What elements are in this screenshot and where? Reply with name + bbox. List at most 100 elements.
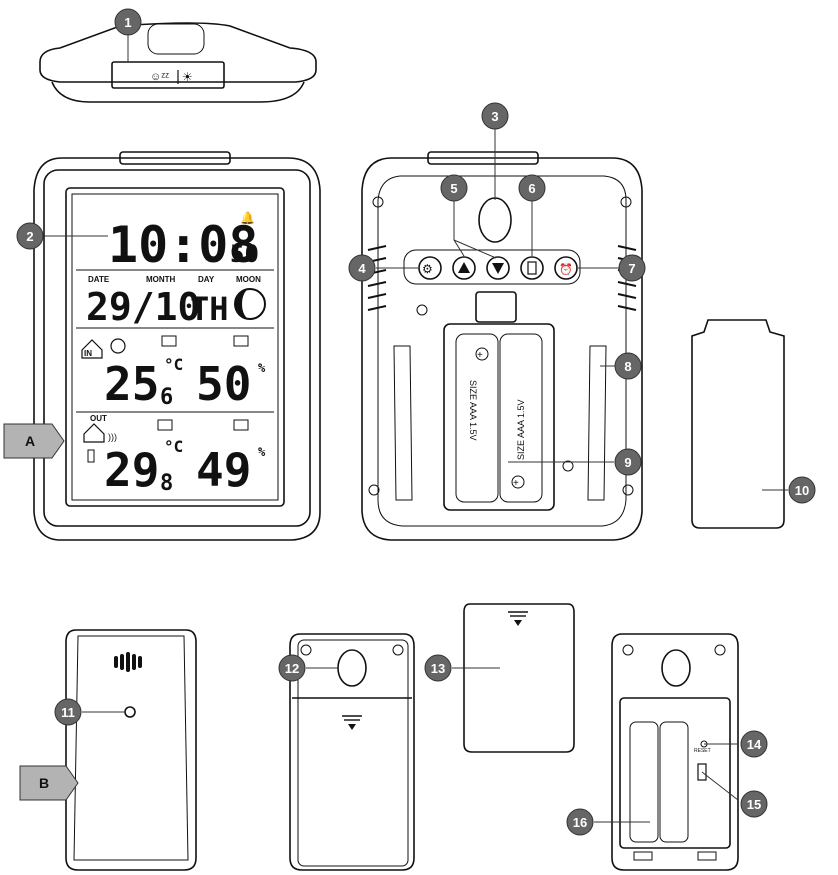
battery-low-icon <box>87 449 95 463</box>
battery-size-label: SIZE AAA 1.5V <box>516 399 526 460</box>
svg-text:10: 10 <box>795 483 809 498</box>
svg-text:9: 9 <box>624 455 631 470</box>
section-tag-a: A <box>3 423 65 459</box>
callout-2: 2 <box>16 222 44 250</box>
snooze-icon: ☺ᶻᶻ <box>150 71 169 83</box>
svg-text:3: 3 <box>491 109 498 124</box>
svg-text:12: 12 <box>285 661 299 676</box>
sensor-open-view: RESET <box>611 633 739 871</box>
wall-mount-hole <box>478 197 512 243</box>
lcd-percent: % <box>258 445 266 459</box>
light-icon: ☀ <box>182 70 193 84</box>
reset-label: RESET <box>694 748 711 754</box>
svg-text:7: 7 <box>628 261 635 276</box>
svg-text:11: 11 <box>61 705 75 720</box>
lcd-in-label: IN <box>84 349 92 358</box>
svg-text:2: 2 <box>26 229 33 244</box>
callout-4: 4 <box>348 254 376 282</box>
battery-size-label: SIZE AAA 1.5V <box>468 380 478 441</box>
lcd-outdoor-temp-decimal: 8 <box>160 471 173 496</box>
callout-12: 12 <box>278 654 306 682</box>
top-view: ☺ᶻᶻ ☀ <box>39 22 317 103</box>
lcd-date: 29/10 <box>86 285 200 329</box>
lcd-seconds: 50 <box>230 240 259 268</box>
callout-15: 15 <box>740 790 768 818</box>
callout-7: 7 <box>618 254 646 282</box>
lcd-weekday: TH <box>190 290 229 328</box>
sensor-battery-door <box>463 603 575 753</box>
lcd-indoor-temp-decimal: 6 <box>160 385 173 410</box>
wall-mount-hole <box>337 649 367 687</box>
svg-text:8: 8 <box>624 359 631 374</box>
lcd-outdoor-humidity: 49 <box>196 443 251 497</box>
signal-icon: ))) <box>108 432 117 442</box>
lcd-moon-label: MOON <box>236 275 261 284</box>
callout-9: 9 <box>614 448 642 476</box>
trend-arrow-icon <box>233 419 249 431</box>
battery-door <box>691 319 785 529</box>
trend-arrow-icon <box>233 335 249 347</box>
alarm-clock-icon: ⏰ <box>559 262 573 276</box>
svg-text:1: 1 <box>124 15 131 30</box>
up-button[interactable] <box>452 256 476 280</box>
triangle-down-icon <box>492 263 504 274</box>
callout-13: 13 <box>424 654 452 682</box>
callout-14: 14 <box>740 730 768 758</box>
lcd-out-label: OUT <box>90 414 107 423</box>
channel-icon <box>527 261 537 275</box>
sensor-battery-compartment <box>619 697 731 849</box>
svg-text:6: 6 <box>528 181 535 196</box>
svg-text:4: 4 <box>358 261 366 276</box>
plus-icon: + <box>513 478 519 489</box>
callout-1: 1 <box>114 8 142 36</box>
callout-11: 11 <box>54 698 82 726</box>
svg-text:A: A <box>25 433 35 449</box>
back-view: ⚙ ⏰ + + SIZE AAA 1.5V SIZE AAA 1.5 <box>361 151 643 541</box>
leader-lines <box>44 22 788 823</box>
callout-3: 3 <box>481 102 509 130</box>
lcd-outdoor-temp: 29 <box>104 443 159 497</box>
channel-button[interactable] <box>520 256 544 280</box>
alarm-bell-icon: 🔔 <box>240 211 255 225</box>
alarm-button[interactable]: ⏰ <box>554 256 578 280</box>
speaker-grille <box>114 652 142 672</box>
lcd-indoor-humidity: 50 <box>196 357 251 411</box>
svg-text:15: 15 <box>747 797 761 812</box>
front-view: 10:08 50 🔔 DATE MONTH DAY MOON 29/10 TH … <box>33 151 321 541</box>
svg-text:16: 16 <box>573 815 587 830</box>
down-button[interactable] <box>486 256 510 280</box>
led-indicator <box>124 706 136 718</box>
callout-10: 10 <box>788 476 816 504</box>
indoor-house-icon <box>81 339 103 359</box>
callout-6: 6 <box>518 174 546 202</box>
comfort-face-icon <box>110 338 126 354</box>
lcd-date-label: DATE <box>88 275 110 284</box>
wall-mount-hole <box>661 649 691 687</box>
gear-icon: ⚙ <box>422 262 433 276</box>
lcd-time: 10:08 <box>108 216 259 274</box>
lcd-degree-unit: °C <box>164 437 183 456</box>
svg-text:14: 14 <box>747 737 762 752</box>
settings-button[interactable]: ⚙ <box>418 256 442 280</box>
lcd-day-label: DAY <box>198 275 215 284</box>
lcd-month-label: MONTH <box>146 275 176 284</box>
triangle-up-icon <box>458 262 470 273</box>
svg-text:13: 13 <box>431 661 445 676</box>
callout-5: 5 <box>440 174 468 202</box>
svg-text:B: B <box>39 775 49 791</box>
svg-text:5: 5 <box>450 181 457 196</box>
section-tag-b: B <box>19 765 79 801</box>
sensor-back-view <box>289 633 415 871</box>
channel-switch <box>697 763 707 781</box>
lcd-percent: % <box>258 361 266 375</box>
lcd-degree-unit: °C <box>164 355 183 374</box>
battery-compartment <box>443 323 555 511</box>
lcd-indoor-temp: 25 <box>104 357 159 411</box>
trend-arrow-icon <box>161 335 177 347</box>
outdoor-house-icon <box>83 423 105 443</box>
callout-8: 8 <box>614 352 642 380</box>
callout-16: 16 <box>566 808 594 836</box>
sensor-front-view <box>65 629 197 871</box>
trend-arrow-icon <box>157 419 173 431</box>
